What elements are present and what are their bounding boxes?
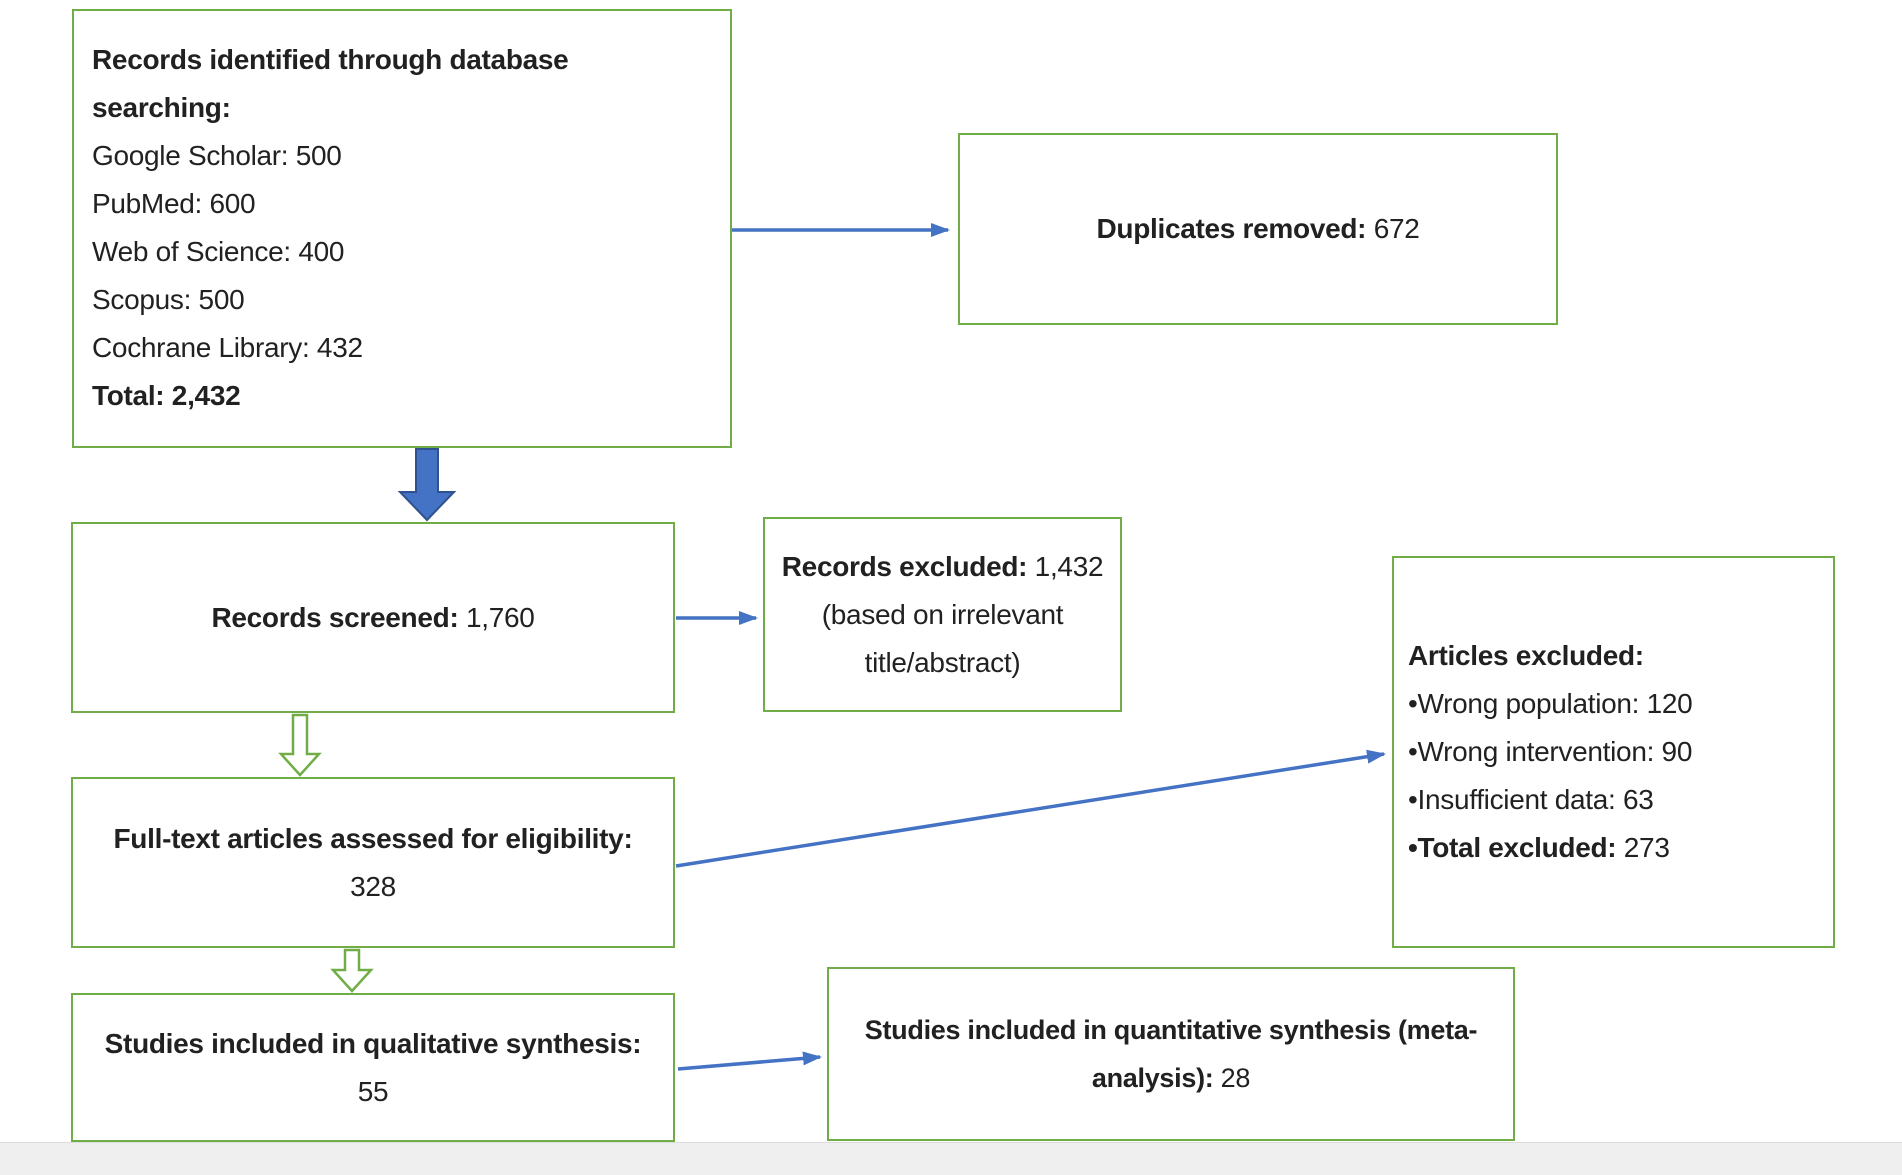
- fulltext-value: 328: [350, 870, 396, 902]
- box-articles-excluded: Articles excluded: •Wrong population: 12…: [1392, 556, 1835, 948]
- duplicates-value: 672: [1373, 213, 1420, 244]
- articles-excluded-item: •Insufficient data: 63: [1408, 784, 1654, 815]
- quantitative-label: Studies included in quantitative synthes…: [864, 1015, 1478, 1093]
- qualitative-value: 55: [357, 1075, 389, 1107]
- screened-value: 1,760: [465, 601, 535, 633]
- fulltext-label: Full-text articles assessed for eligibil…: [113, 822, 633, 854]
- quantitative-value: 28: [1220, 1063, 1251, 1093]
- screened-label: Records screened:: [211, 601, 459, 633]
- articles-excluded-total-label: •Total excluded:: [1408, 832, 1617, 863]
- duplicates-label: Duplicates removed:: [1096, 213, 1367, 244]
- box-fulltext-assessed: Full-text articles assessed for eligibil…: [71, 777, 675, 948]
- identified-source-line: PubMed: 600: [92, 188, 256, 219]
- box-records-excluded: Records excluded: 1,432 (based on irrele…: [763, 517, 1122, 712]
- identified-source-line: Google Scholar: 500: [92, 140, 342, 171]
- box-quantitative-synthesis: Studies included in quantitative synthes…: [827, 967, 1515, 1141]
- page-edge-strip: [0, 1142, 1902, 1175]
- identified-source-line: Cochrane Library: 432: [92, 332, 363, 363]
- records-excluded-detail: 1,432 (based on irrelevant title/abstrac…: [821, 550, 1104, 678]
- identified-source-line: Web of Science: 400: [92, 236, 345, 267]
- arrow-fulltext-to-articles-excluded: [675, 749, 1386, 868]
- arrow-fulltext-to-qualitative: [330, 948, 374, 993]
- identified-heading: Records identified through database sear…: [92, 44, 569, 123]
- identified-total: Total: 2,432: [92, 380, 241, 411]
- arrow-identified-to-screened: [397, 448, 457, 522]
- qualitative-label: Studies included in qualitative synthesi…: [104, 1027, 642, 1059]
- box-qualitative-synthesis: Studies included in qualitative synthesi…: [71, 993, 675, 1142]
- box-duplicates-removed: Duplicates removed: 672: [958, 133, 1558, 325]
- arrow-screened-to-fulltext: [278, 713, 322, 777]
- articles-excluded-total: •Total excluded: 273: [1408, 824, 1823, 872]
- articles-excluded-item: •Wrong intervention: 90: [1408, 736, 1693, 767]
- articles-excluded-heading: Articles excluded:: [1408, 640, 1644, 671]
- identified-source-line: Scopus: 500: [92, 284, 245, 315]
- box-records-identified: Records identified through database sear…: [72, 9, 732, 448]
- articles-excluded-total-value: 273: [1623, 832, 1670, 863]
- box-records-screened: Records screened: 1,760: [71, 522, 675, 713]
- articles-excluded-item: •Wrong population: 120: [1408, 688, 1693, 719]
- arrow-qualitative-to-quantitative: [677, 1051, 822, 1071]
- records-excluded-label: Records excluded:: [781, 550, 1028, 582]
